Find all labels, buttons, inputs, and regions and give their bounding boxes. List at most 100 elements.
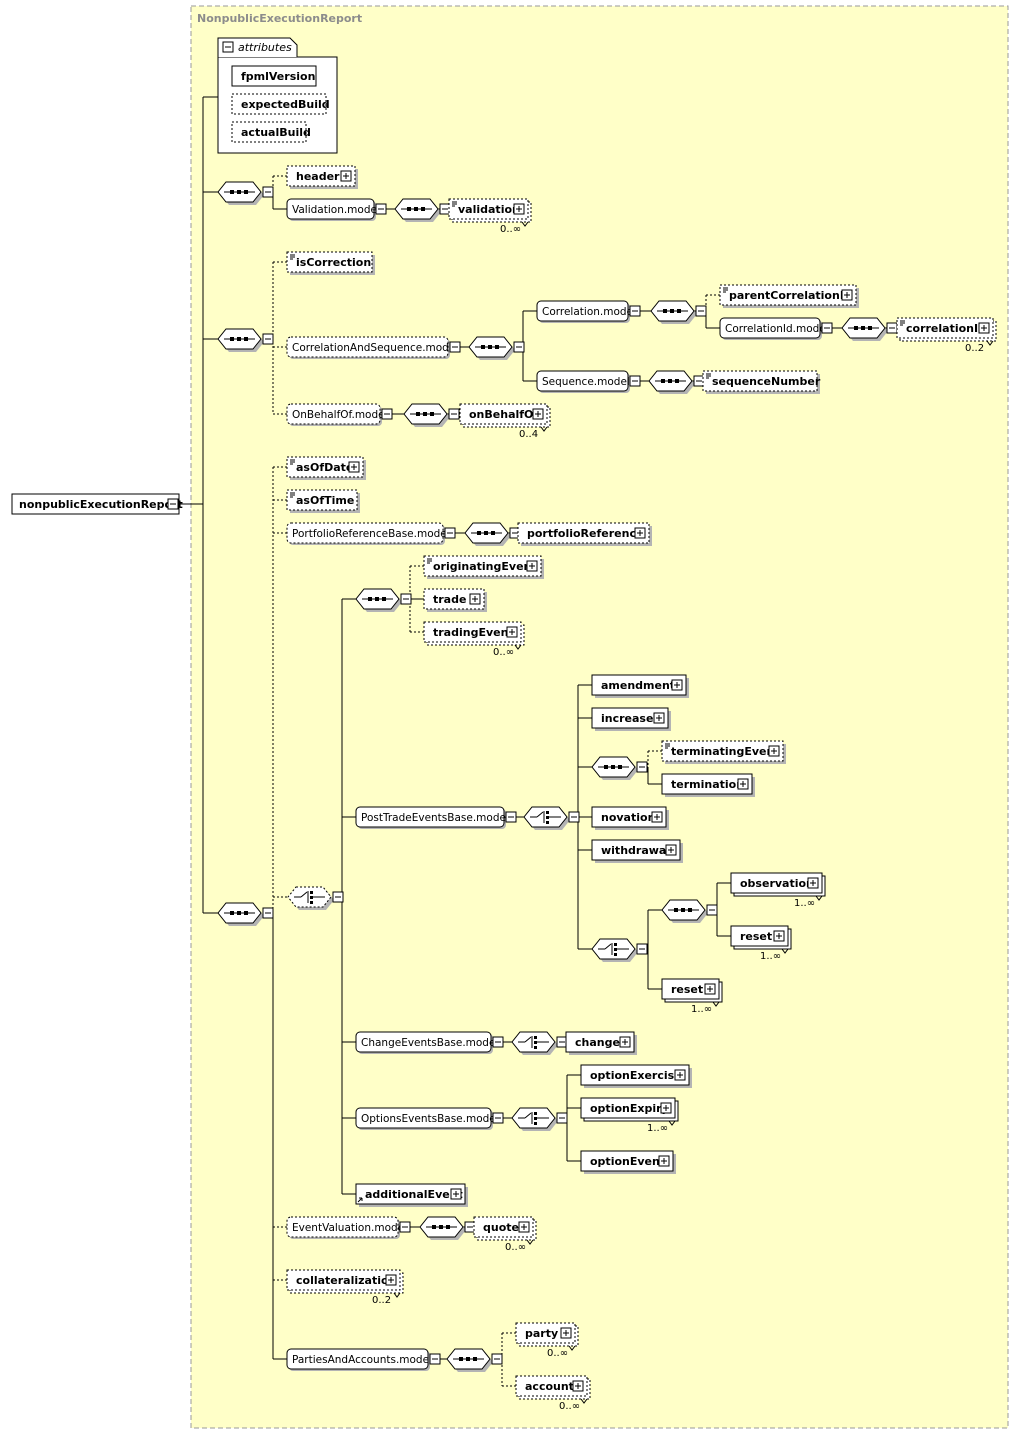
on-behalf-of-model-label: OnBehalfOf.model (292, 409, 388, 421)
termination-label: termination (671, 778, 744, 791)
reset-choice[interactable] (591, 938, 636, 960)
on-behalf-of-occurrence: 0..4 (519, 429, 538, 440)
as-of-time[interactable] (286, 489, 358, 511)
header[interactable] (286, 165, 356, 187)
as-of-time-label: asOfTime (296, 494, 354, 507)
correlation-id[interactable] (896, 317, 994, 339)
amendment-label: amendment (601, 679, 675, 692)
correlation-and-sequence-model[interactable] (286, 336, 449, 358)
as-of-date-label: asOfDate (296, 461, 353, 474)
sequence-model[interactable] (536, 370, 629, 392)
party-occurrence: 0..∞ (547, 1348, 568, 1359)
type-title: NonpublicExecutionReport (197, 12, 362, 25)
parties-and-accounts-model-label: PartiesAndAccounts.model (292, 1354, 432, 1366)
increase-label: increase (601, 712, 653, 725)
validation-label: validation (458, 203, 520, 216)
reset-b-occurrence: 1..∞ (691, 1004, 712, 1015)
portfolio-reference-base-model-label: PortfolioReferenceBase.model (292, 528, 450, 540)
collateralization-label: collateralization (296, 1274, 396, 1287)
termination[interactable] (661, 773, 753, 795)
event-valuation-model[interactable] (286, 1216, 399, 1238)
portfolio-reference-label: portfolioReference (527, 527, 643, 540)
event-valuation-model-label: EventValuation.model (292, 1222, 407, 1234)
options-events-base-model[interactable] (355, 1107, 492, 1129)
withdrawal[interactable] (591, 839, 681, 861)
options-events-choice[interactable] (511, 1107, 556, 1129)
parties-and-accounts-model[interactable] (286, 1348, 429, 1370)
correlation-model-label: Correlation.model (542, 306, 636, 318)
additional-event[interactable] (355, 1183, 466, 1205)
account[interactable] (515, 1375, 588, 1397)
party[interactable] (515, 1322, 576, 1344)
is-correction[interactable] (286, 251, 373, 273)
observation[interactable] (730, 872, 823, 894)
on-behalf-of-label: onBehalfOf (469, 408, 538, 421)
reset-b-label: reset (671, 983, 703, 996)
attribute-actualbuild-label: actualBuild (241, 126, 311, 139)
option-expiry[interactable] (580, 1097, 676, 1119)
collateralization[interactable] (286, 1269, 401, 1291)
portfolio-reference[interactable] (517, 522, 650, 544)
attribute-expectedbuild-label: expectedBuild (241, 98, 330, 111)
validation-model[interactable] (286, 198, 375, 220)
quote-occurrence: 0..∞ (505, 1242, 526, 1253)
change-events-choice[interactable] (511, 1031, 556, 1053)
originating-event[interactable] (423, 555, 542, 577)
correlation-and-sequence-model-label: CorrelationAndSequence.model (292, 342, 458, 354)
root-element[interactable] (11, 493, 180, 515)
parent-correlation-id[interactable] (719, 284, 857, 306)
sequence-number[interactable] (702, 370, 818, 392)
post-trade-events-base-model[interactable] (355, 806, 505, 828)
reset-a-label: reset (740, 930, 772, 943)
withdrawal-label: withdrawal (601, 844, 670, 857)
amendment[interactable] (591, 674, 687, 696)
on-behalf-of-model[interactable] (286, 403, 381, 425)
correlation-id-model-label: CorrelationId.model (725, 323, 829, 335)
trading-event[interactable] (423, 621, 522, 643)
attributes-title: attributes (238, 41, 292, 54)
attribute-actualbuild[interactable] (231, 121, 307, 143)
option-exercise[interactable] (580, 1064, 690, 1086)
change-label: change (575, 1036, 620, 1049)
novation[interactable] (591, 806, 667, 828)
option-expiry-label: optionExpiry (590, 1102, 669, 1115)
terminating-event[interactable] (661, 740, 784, 762)
collateralization-occurrence: 0..2 (372, 1295, 391, 1306)
main-event-choice[interactable] (287, 886, 332, 908)
parent-correlation-id-label: parentCorrelationId (729, 289, 852, 302)
observation-label: observation (740, 877, 814, 890)
terminating-event-label: terminatingEvent (671, 745, 780, 758)
validation-occurrence: 0..∞ (500, 224, 521, 235)
quote-label: quote (483, 1221, 519, 1234)
sequence-model-label: Sequence.model (542, 376, 630, 388)
correlation-id-model[interactable] (719, 317, 821, 339)
validation[interactable] (448, 198, 529, 220)
attribute-expectedbuild[interactable] (231, 93, 327, 115)
on-behalf-of[interactable] (459, 403, 548, 425)
options-events-base-model-label: OptionsEventsBase.model (361, 1113, 499, 1125)
quote[interactable] (473, 1216, 534, 1238)
correlation-model[interactable] (536, 300, 629, 322)
change-events-base-model[interactable] (355, 1031, 492, 1053)
attribute-fpmlversion[interactable] (231, 65, 317, 87)
sequence-number-label: sequenceNumber (712, 375, 821, 388)
root-element-label: nonpublicExecutionReport (19, 498, 183, 511)
as-of-date[interactable] (286, 456, 364, 478)
post-trade-events-base-model-label: PostTradeEventsBase.model (361, 812, 509, 824)
increase[interactable] (591, 707, 669, 729)
correlation-id-occurrence: 0..2 (965, 343, 984, 354)
post-trade-events-choice[interactable] (523, 806, 568, 828)
originating-event-label: originatingEvent (433, 560, 537, 573)
trading-event-label: tradingEvent (433, 626, 514, 639)
option-event[interactable] (580, 1150, 674, 1172)
trade[interactable] (423, 588, 485, 610)
validation-model-label: Validation.model (292, 204, 380, 216)
portfolio-reference-base-model[interactable] (286, 522, 444, 544)
option-event-label: optionEvent (590, 1155, 665, 1168)
is-correction-label: isCorrection (296, 256, 371, 269)
change[interactable] (565, 1031, 635, 1053)
party-label: party (525, 1327, 558, 1340)
option-exercise-label: optionExercise (590, 1069, 682, 1082)
reset-a-occurrence: 1..∞ (760, 951, 781, 962)
